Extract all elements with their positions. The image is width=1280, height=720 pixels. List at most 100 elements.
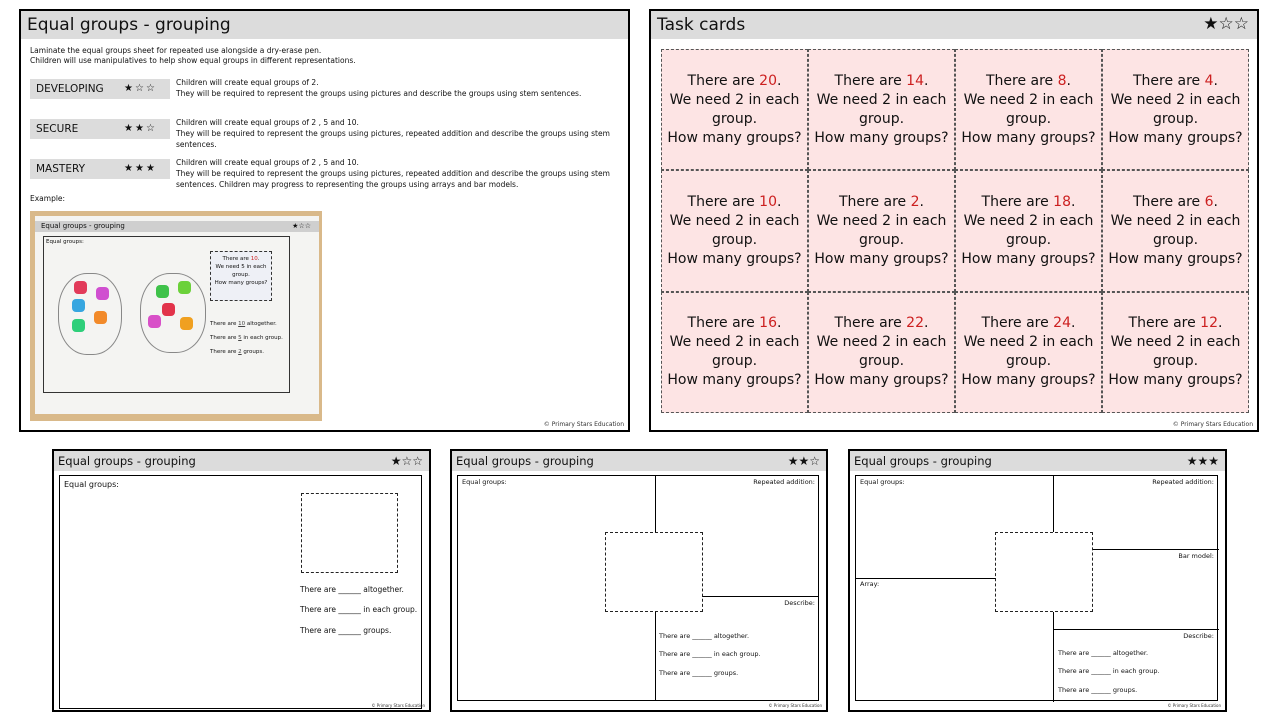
- gem: [156, 285, 169, 298]
- level-developing: DEVELOPING ★ ☆ ☆: [30, 79, 170, 99]
- task-card-line-4: How many groups?: [1108, 129, 1243, 146]
- work-area[interactable]: Equal groups: There are ______ altogethe…: [59, 475, 422, 709]
- star-filled-icon: ★: [124, 83, 133, 94]
- slide-title: Equal groups - grouping: [27, 15, 231, 35]
- level-description: Children will create equal groups of 2 ,…: [176, 157, 616, 190]
- task-card-line-3: group.: [1152, 353, 1199, 370]
- star-empty-icon: ☆: [401, 454, 413, 468]
- gem: [74, 281, 87, 294]
- task-card-line-3: group.: [858, 231, 905, 248]
- task-card-line-4: How many groups?: [1108, 250, 1243, 267]
- star-empty-icon: ☆: [134, 83, 144, 94]
- task-card-slot[interactable]: [605, 532, 703, 612]
- sentence-each-group: There are ______ in each group.: [300, 605, 418, 614]
- task-card-number: 16: [759, 315, 777, 332]
- divider-line: [1053, 476, 1054, 532]
- task-card-number: 8: [1057, 72, 1067, 89]
- photo-stars: ★☆☆: [292, 221, 311, 232]
- photo-sentence: There are 5 in each group.: [210, 335, 283, 341]
- divider-line: [856, 578, 996, 579]
- task-card-line-2: We need 2 in each: [816, 91, 947, 108]
- star-empty-icon: ☆: [809, 454, 820, 468]
- array-label: Array:: [860, 580, 880, 588]
- photo-card-number: 10: [250, 256, 258, 262]
- photo-sentence-post: groups.: [241, 349, 264, 355]
- slide-header: Equal groups - grouping: [452, 451, 826, 471]
- photo-box: Equal groups: There are 10. We need 5 in…: [43, 236, 290, 393]
- level-description: Children will create equal groups of 2 ,…: [176, 117, 616, 150]
- divider-line: [702, 596, 819, 597]
- gem: [72, 319, 85, 332]
- star-empty-icon: ☆: [145, 83, 155, 94]
- task-card-line-4: How many groups?: [814, 129, 949, 146]
- task-card-line-4: How many groups?: [961, 372, 1096, 389]
- level-line: They will be required to represent the g…: [176, 89, 582, 98]
- photo-equal-groups-label: Equal groups:: [46, 239, 84, 245]
- slide-title: Equal groups - grouping: [456, 454, 594, 468]
- task-card-post: .: [777, 72, 782, 89]
- star-filled-icon: ★: [1197, 454, 1209, 468]
- task-card-post: .: [1071, 315, 1076, 332]
- describe-label: Describe:: [784, 599, 815, 607]
- task-card-post: .: [1218, 315, 1223, 332]
- sentence-groups: There are ______ groups.: [1058, 686, 1138, 694]
- photo-card-line-3: group.: [232, 272, 250, 278]
- repeated-addition-label: Repeated addition:: [1152, 478, 1214, 486]
- task-card-line-2: We need 2 in each: [669, 212, 800, 229]
- level-line: Children will create equal groups of 2 ,…: [176, 158, 359, 167]
- star-empty-icon: ☆: [412, 454, 423, 468]
- star-filled-icon: ★: [390, 454, 402, 468]
- task-card-line-2: We need 2 in each: [1110, 334, 1241, 351]
- task-card-line-3: group.: [711, 353, 758, 370]
- task-card-line-1: There are 6.: [1133, 193, 1218, 212]
- sentence-altogether: There are ______ altogether.: [659, 632, 750, 640]
- level-label: MASTERY: [36, 163, 85, 175]
- task-card-post: .: [924, 72, 929, 89]
- level-line: They will be required to represent the g…: [176, 129, 610, 149]
- footer-copyright: © Primary Stars Education: [543, 421, 624, 428]
- gem: [178, 281, 191, 294]
- task-card-line-2: We need 2 in each: [816, 212, 947, 229]
- star-filled-icon: ★: [1203, 14, 1219, 34]
- star-filled-icon: ★: [787, 454, 799, 468]
- footer-copyright: © Primary Stars Education: [768, 703, 822, 708]
- photo-card-line-2: We need 5 in each: [215, 264, 267, 270]
- photo-sentence-post: in each group.: [241, 335, 283, 341]
- task-card-slot[interactable]: [301, 493, 398, 573]
- task-card-line-3: group.: [711, 231, 758, 248]
- work-area[interactable]: Equal groups: Repeated addition: Bar mod…: [855, 475, 1219, 702]
- difficulty-stars: ★ ☆ ☆: [391, 455, 423, 467]
- star-empty-icon: ☆: [1233, 14, 1249, 34]
- sentence-groups: There are ______ groups.: [300, 626, 392, 635]
- difficulty-stars: ★ ★ ☆: [788, 455, 820, 467]
- task-card-line-4: How many groups?: [667, 129, 802, 146]
- star-filled-icon: ★: [124, 123, 133, 134]
- task-card-slot[interactable]: [995, 532, 1093, 612]
- photo-sentence-pre: There are: [210, 321, 239, 327]
- level-line: They will be required to represent the g…: [176, 169, 610, 189]
- task-card-line-1: There are 16.: [688, 314, 782, 333]
- task-card-line-2: We need 2 in each: [816, 334, 947, 351]
- level-line: Children will create equal groups of 2 ,…: [176, 118, 359, 127]
- repeated-addition-label: Repeated addition:: [753, 478, 815, 486]
- task-card-line-1: There are 4.: [1133, 72, 1218, 91]
- gem: [94, 311, 107, 324]
- star-empty-icon: ☆: [1218, 14, 1234, 34]
- task-card-pre: There are: [985, 72, 1058, 89]
- equal-groups-label: Equal groups:: [462, 478, 507, 486]
- task-card-line-2: We need 2 in each: [1110, 212, 1241, 229]
- gem: [96, 287, 109, 300]
- work-area[interactable]: Equal groups: Repeated addition: Describ…: [457, 475, 819, 701]
